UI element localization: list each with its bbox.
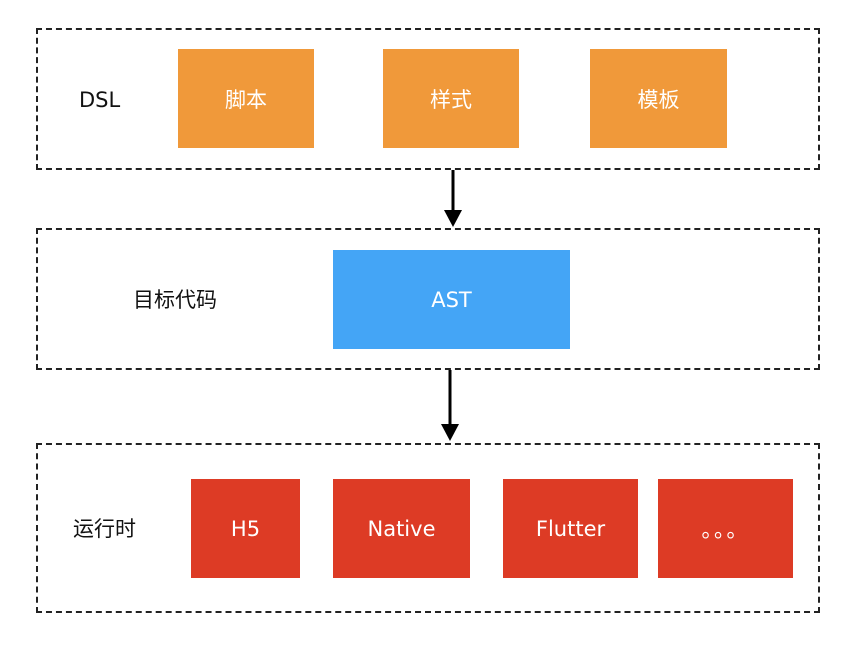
- target-code-layer-label: 目标代码: [133, 288, 217, 312]
- arrow-down-icon: [441, 370, 459, 441]
- dsl-layer-label: DSL: [79, 88, 121, 112]
- template-box: 模板: [590, 49, 727, 148]
- native-box: Native: [333, 479, 470, 578]
- runtime-layer: [36, 443, 820, 613]
- ast-box: AST: [333, 250, 570, 349]
- more-box: 。。。: [658, 479, 793, 578]
- style-box: 样式: [383, 49, 519, 148]
- flutter-box: Flutter: [503, 479, 638, 578]
- target-code-layer: [36, 228, 820, 370]
- runtime-layer-label: 运行时: [73, 517, 136, 541]
- h5-box: H5: [191, 479, 300, 578]
- script-box: 脚本: [178, 49, 314, 148]
- arrow-down-icon: [444, 170, 462, 227]
- dsl-layer: [36, 28, 820, 170]
